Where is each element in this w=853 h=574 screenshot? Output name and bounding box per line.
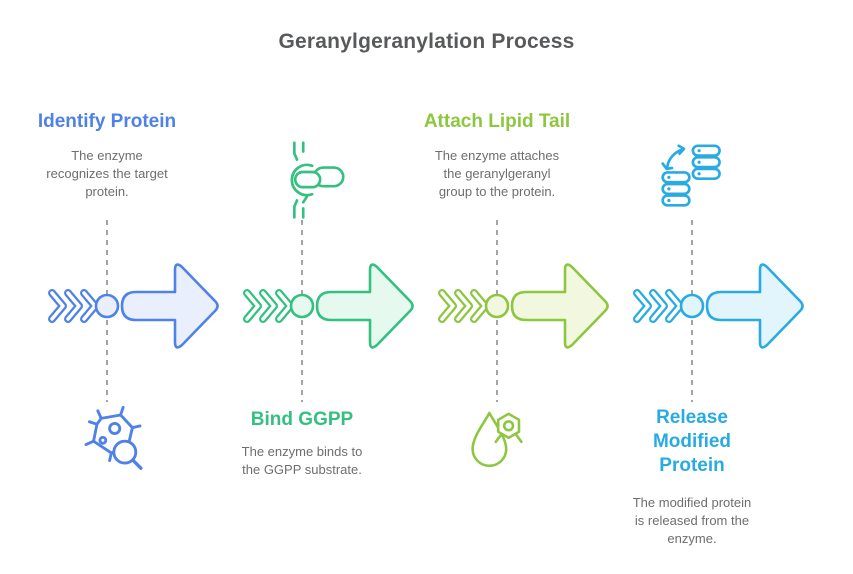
flow-arrow [633, 263, 804, 349]
step-title: Attach Lipid Tail [423, 111, 571, 132]
step-description: The enzyme binds to the GGPP substrate. [241, 444, 363, 477]
step-title: Bind GGPP [250, 409, 354, 430]
flow-arrow [243, 263, 414, 349]
receptor-binding-icon [290, 141, 345, 219]
step-description: The enzyme attaches the geranylgeranyl g… [434, 148, 560, 199]
big-arrow-shape [315, 263, 414, 349]
release-stacks-icon [661, 144, 721, 207]
big-arrow-shape [510, 263, 609, 349]
big-arrow-shape [120, 263, 219, 349]
step-title: Identify Protein [37, 111, 177, 132]
flow-arrow [438, 263, 609, 349]
lipid-droplet-icon [471, 411, 523, 468]
flow-arrow [48, 263, 219, 349]
step-title: Release Modified Protein [652, 407, 732, 476]
step-description: The modified protein is released from th… [632, 495, 752, 546]
node-circle [289, 293, 315, 319]
microbe-search-icon [84, 405, 143, 470]
node-circle [484, 293, 510, 319]
node-circle [679, 293, 705, 319]
page-title: Geranylgeranylation Process [278, 30, 575, 53]
big-arrow-shape [705, 263, 804, 349]
step-description: The enzyme recognizes the target protein… [46, 148, 168, 199]
node-circle [94, 293, 120, 319]
